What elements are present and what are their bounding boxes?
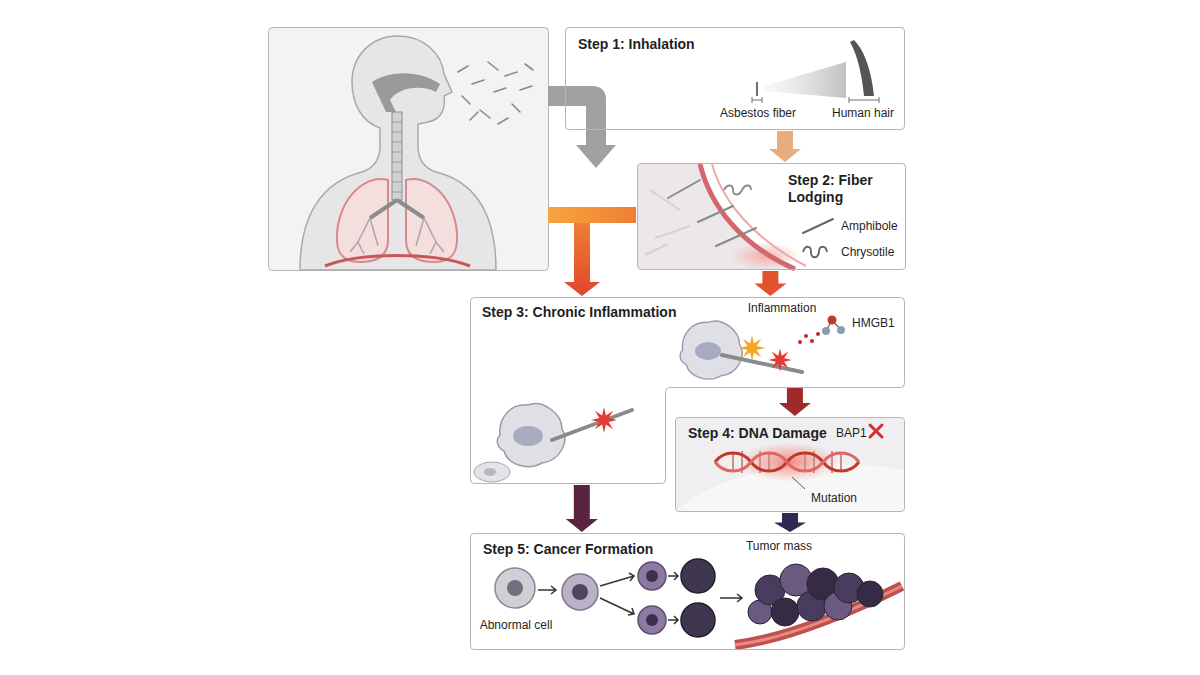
bronchial-tree [350,218,444,254]
released-protein [798,340,802,344]
cell-nucleus [646,614,658,626]
nucleus-background [676,418,904,511]
cell-nucleus [646,570,658,582]
tumor-cell [857,581,883,607]
proliferating-cell [638,606,666,634]
asbestos-fiber [756,82,758,96]
trachea [392,112,402,200]
flow-arrow [779,388,811,416]
macrophage [680,321,742,379]
coiled-fiber [724,186,751,195]
diaphragm [325,256,470,267]
amphibole-icon [803,219,833,233]
loss-cross [870,425,882,437]
step-title: Step 5: Cancer Formation [483,541,653,558]
panel-outline [471,298,905,484]
hmgb1-molecule [837,326,845,334]
scale-bar [849,97,879,103]
cell-nucleus [507,580,523,596]
step-panel: Step 5: Cancer FormationAbnormal cell Tum… [470,533,905,650]
part-label: Tumor mass [746,539,812,553]
flow-arrow [754,271,786,296]
abnormal-cell [495,568,535,608]
inflammation-burst [739,335,765,361]
chrysotile-icon [803,247,827,258]
macrophage-nucleus [695,342,721,360]
progression-arrow [600,573,634,615]
scale-bar [752,97,762,103]
step-panel: Step 4: DNA Damage BAP1Mutation [675,417,905,512]
tissue-cell [474,462,510,482]
grey-flow-arrow [548,86,616,168]
pleura [700,164,795,269]
dna-strand [715,453,859,471]
trachea-rings [392,122,402,192]
step-panel: Step 1: InhalationAsbestos fiber Human ha… [565,27,905,130]
step-title: Step 4: DNA Damage [688,425,827,442]
proliferating-cell [638,562,666,590]
size-comparison-beam [764,62,846,98]
progression-arrow [720,594,742,602]
flow-arrow [769,131,801,162]
macrophage-nucleus [513,426,543,446]
asbestos-needle [722,355,802,372]
part-label: Abnormal cell [480,618,553,632]
cancer-cell [681,603,715,637]
part-label: Chrysotile [841,245,894,259]
part-label: Asbestos fiber [720,106,796,120]
part-label: Human hair [832,106,894,120]
dna-strand [715,453,859,471]
tumor-cell [771,598,799,626]
tissue-texture [645,190,690,255]
orange-flow-bar [548,207,636,223]
cancer-cell [681,559,715,593]
panel-outline-layer [470,297,905,484]
part-label: Mutation [811,491,857,505]
step-panel: Step 2: Fiber LodgingAmphiboleChrysotile [637,163,906,270]
flow-arrow [566,485,598,532]
hmgb1-molecule [828,316,837,325]
asbestos-needle [552,410,632,440]
inflammation-burst [591,407,617,433]
step-title: Step 2: Fiber Lodging [788,172,900,206]
human-hair [850,40,874,96]
bronchi [370,200,424,218]
cell-nucleus [484,468,496,476]
nasal-cavity [372,73,440,112]
progression-arrow [668,572,678,624]
inhaled-fibers [458,62,533,124]
step-panel-l-shaped: Step 3: Chronic Inflammation Inflammation… [470,297,905,484]
hmgb1-molecule [822,327,830,335]
leader-line [792,477,805,489]
released-protein [804,334,808,338]
part-label: BAP1 [836,426,867,440]
released-protein [816,332,820,336]
human-silhouette [300,36,496,270]
macrophage [497,404,564,467]
part-label: HMGB1 [852,316,895,330]
step-title: Step 1: Inhalation [578,36,695,53]
flow-arrow [774,513,806,532]
step-title: Step 3: Chronic Inflammation [482,304,676,321]
lodged-fibers [668,180,756,246]
dividing-cell [562,574,598,610]
inflammation-burst [768,348,791,371]
part-label: Amphibole [841,219,898,233]
illustration-panel [269,28,549,271]
progression-arrow [538,586,556,594]
part-label: Inflammation [748,301,817,315]
orange-flow-arrow [564,223,600,296]
released-protein [810,339,814,343]
cell-nucleus [572,584,588,600]
